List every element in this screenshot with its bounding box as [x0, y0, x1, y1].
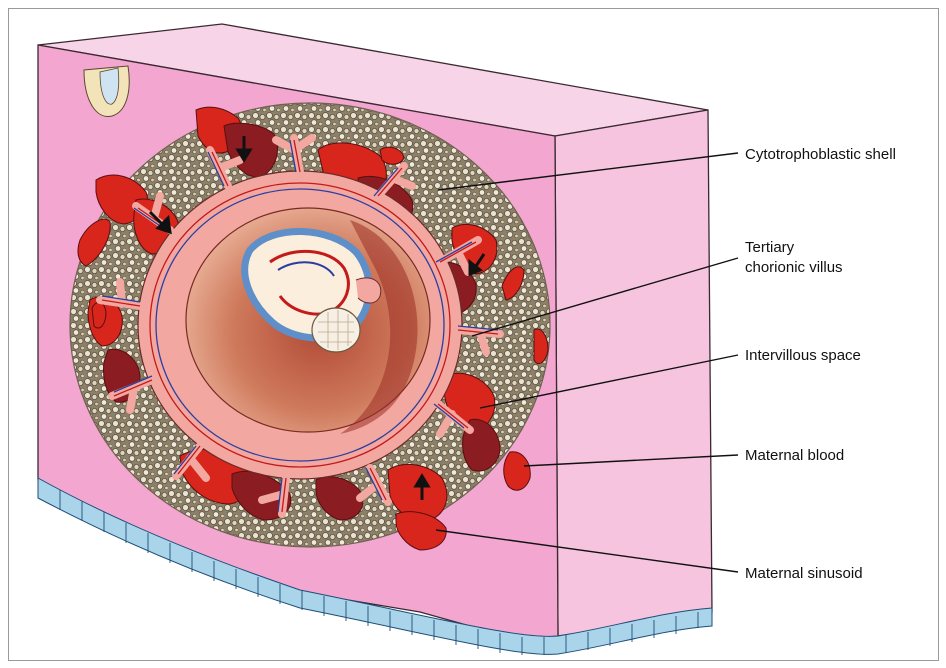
label-maternal-sinusoid: Maternal sinusoid: [745, 564, 863, 583]
label-intervillous-space: Intervillous space: [745, 346, 861, 365]
label-tertiary-villus-line1: Tertiary: [745, 238, 794, 257]
label-maternal-blood: Maternal blood: [745, 446, 844, 465]
label-tertiary-villus-line2: chorionic villus: [745, 258, 843, 277]
label-cytotrophoblastic-shell: Cytotrophoblastic shell: [745, 145, 896, 164]
